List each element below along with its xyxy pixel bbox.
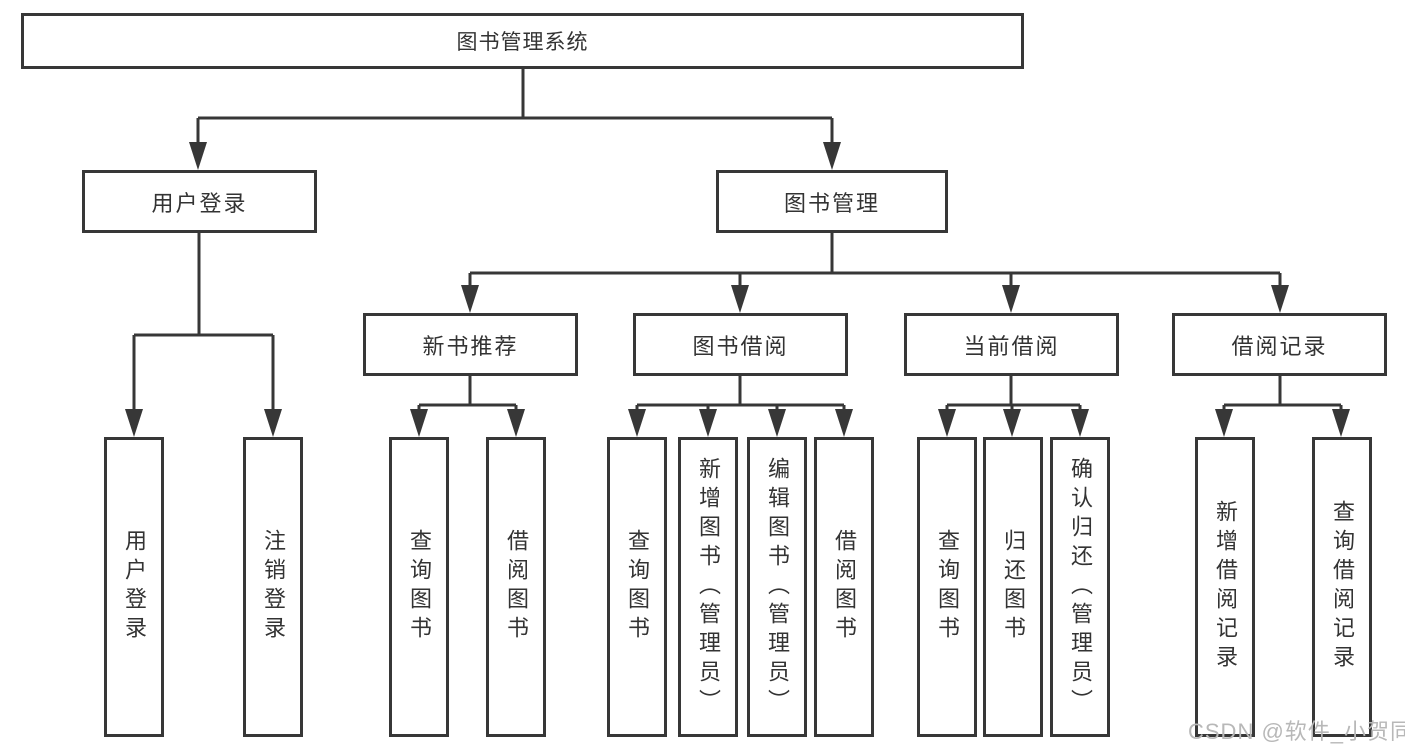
leaf-label: 注销登录: [261, 529, 286, 645]
leaf-label: 新增借阅记录: [1213, 500, 1238, 674]
leaf-query-books-current: 查询图书: [917, 437, 977, 737]
node-borrow-records: 借阅记录: [1172, 313, 1387, 376]
leaf-edit-book-admin: 编辑图书（管理员）: [747, 437, 807, 737]
leaf-label: 编辑图书（管理员）: [765, 456, 790, 718]
leaf-query-borrow-record: 查询借阅记录: [1312, 437, 1372, 737]
node-root: 图书管理系统: [21, 13, 1024, 69]
leaf-label: 借阅图书: [504, 529, 529, 645]
node-label: 图书借阅: [692, 333, 789, 359]
leaf-query-books-borrow: 查询图书: [607, 437, 667, 737]
leaf-label: 查询借阅记录: [1330, 500, 1355, 674]
arrowheads: [125, 142, 1350, 437]
leaf-add-book-admin: 新增图书（管理员）: [678, 437, 738, 737]
leaf-return-book: 归还图书: [983, 437, 1043, 737]
node-label: 用户登录: [151, 190, 248, 216]
leaf-label: 查询图书: [625, 529, 650, 645]
node-user-login: 用户登录: [82, 170, 317, 233]
node-new-book-recommend: 新书推荐: [363, 313, 578, 376]
node-root-label: 图书管理系统: [456, 31, 589, 54]
leaf-label: 确认归还（管理员）: [1068, 456, 1093, 718]
node-current-borrow: 当前借阅: [904, 313, 1119, 376]
leaf-label: 新增图书（管理员）: [696, 456, 721, 718]
leaf-label: 查询图书: [407, 529, 432, 645]
leaf-add-borrow-record: 新增借阅记录: [1195, 437, 1255, 737]
leaf-borrow-books-recommend: 借阅图书: [486, 437, 546, 737]
node-label: 借阅记录: [1231, 333, 1328, 359]
leaf-logout: 注销登录: [243, 437, 303, 737]
node-label: 新书推荐: [422, 333, 519, 359]
leaf-label: 查询图书: [935, 529, 960, 645]
node-book-borrow: 图书借阅: [633, 313, 848, 376]
leaf-label: 借阅图书: [832, 529, 857, 645]
leaf-confirm-return-admin: 确认归还（管理员）: [1050, 437, 1110, 737]
node-label: 当前借阅: [963, 333, 1060, 359]
leaf-user-login: 用户登录: [104, 437, 164, 737]
leaf-borrow-books: 借阅图书: [814, 437, 874, 737]
csdn-watermark: CSDN @软件_小贺同学: [1188, 719, 1405, 744]
leaf-label: 用户登录: [122, 529, 147, 645]
node-book-management: 图书管理: [716, 170, 948, 233]
leaf-label: 归还图书: [1001, 529, 1026, 645]
node-label: 图书管理: [783, 190, 880, 216]
leaf-query-books-recommend: 查询图书: [389, 437, 449, 737]
